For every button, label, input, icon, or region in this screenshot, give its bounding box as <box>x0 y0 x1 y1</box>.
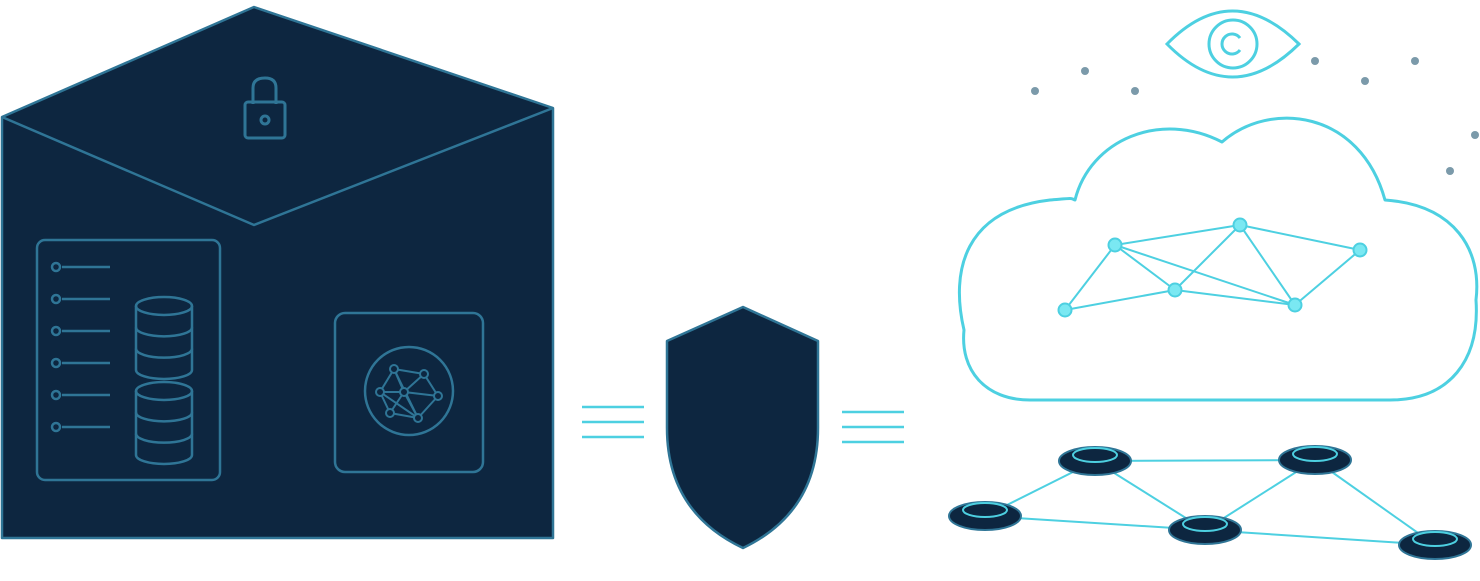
row-bullet <box>50 421 62 433</box>
cloud-mesh-link <box>1294 249 1361 306</box>
edge-node-disc-icon <box>1168 515 1242 545</box>
globe-mesh-node <box>413 413 423 423</box>
globe-mesh-link <box>379 391 419 419</box>
cloud-mesh-node <box>1232 217 1248 233</box>
globe-mesh-node <box>433 391 443 401</box>
house-body <box>0 5 555 540</box>
monitoring-eye-icon <box>1164 9 1302 79</box>
cloud-mesh-link <box>1174 224 1241 291</box>
network-globe-ring <box>363 345 455 437</box>
cloud-network-mesh <box>1057 217 1368 318</box>
globe-mesh-node <box>385 408 395 418</box>
db-band <box>134 348 194 359</box>
scatter-dots <box>1031 57 1479 175</box>
cloud-mesh-link <box>1114 244 1296 306</box>
cloud-mesh-node <box>1287 297 1303 313</box>
db-body <box>134 391 194 466</box>
cloud-outline <box>957 116 1479 402</box>
server-list-panel-icon <box>35 238 222 482</box>
database-cylinder-icon <box>134 295 194 381</box>
row-bullet <box>50 389 62 401</box>
cloud-mesh-link <box>1114 244 1176 291</box>
edge-node-disc-icon <box>948 501 1022 531</box>
cloud-mesh-node <box>1107 237 1123 253</box>
cloud-mesh-node <box>1352 242 1368 258</box>
data-transfer-lines-icon <box>582 405 644 439</box>
edge-link <box>1314 459 1436 546</box>
cloud-icon <box>957 116 1479 402</box>
server-list-rows <box>50 261 110 433</box>
globe-mesh-node <box>389 364 399 374</box>
globe-mesh-node <box>399 387 409 397</box>
network-hub-box-icon <box>333 311 485 474</box>
edge-node-disc-icon <box>1398 530 1472 560</box>
globe-mesh-node <box>375 387 385 397</box>
database-cylinder-icon <box>134 380 194 466</box>
db-band <box>134 412 194 423</box>
edge-link <box>984 515 1206 531</box>
row-bullet <box>50 325 62 337</box>
row-bullet <box>50 261 62 273</box>
network-box-frame <box>333 311 485 474</box>
house-roof-fold <box>1 106 554 227</box>
network-globe-mesh <box>375 364 443 423</box>
security-shield-icon <box>665 305 820 550</box>
cloud-mesh-link <box>1064 289 1176 311</box>
data-transfer-lines-icon <box>842 410 904 444</box>
cloud-mesh-link <box>1114 224 1241 246</box>
db-band <box>134 327 194 338</box>
cloud-mesh-node <box>1167 282 1183 298</box>
edge-node-disc-icon <box>1278 445 1352 475</box>
edge-node-disc-icon <box>1058 446 1132 476</box>
cloud-mesh-link <box>1239 224 1361 251</box>
padlock-icon <box>243 76 287 140</box>
cloud-mesh-link <box>1239 224 1296 306</box>
row-bullet <box>50 357 62 369</box>
globe-mesh-link <box>393 368 425 375</box>
cloud-mesh-link <box>1064 244 1116 311</box>
db-body <box>134 306 194 381</box>
globe-mesh-link <box>403 391 439 397</box>
cloud-mesh-link <box>1174 289 1296 306</box>
edge-link <box>1204 529 1436 546</box>
edge-network <box>948 445 1472 560</box>
on-premise-house-icon <box>0 5 555 540</box>
db-band <box>134 433 194 444</box>
globe-mesh-node <box>419 369 429 379</box>
cloud-mesh-node <box>1057 302 1073 318</box>
server-panel-frame <box>35 238 222 482</box>
row-bullet <box>50 293 62 305</box>
